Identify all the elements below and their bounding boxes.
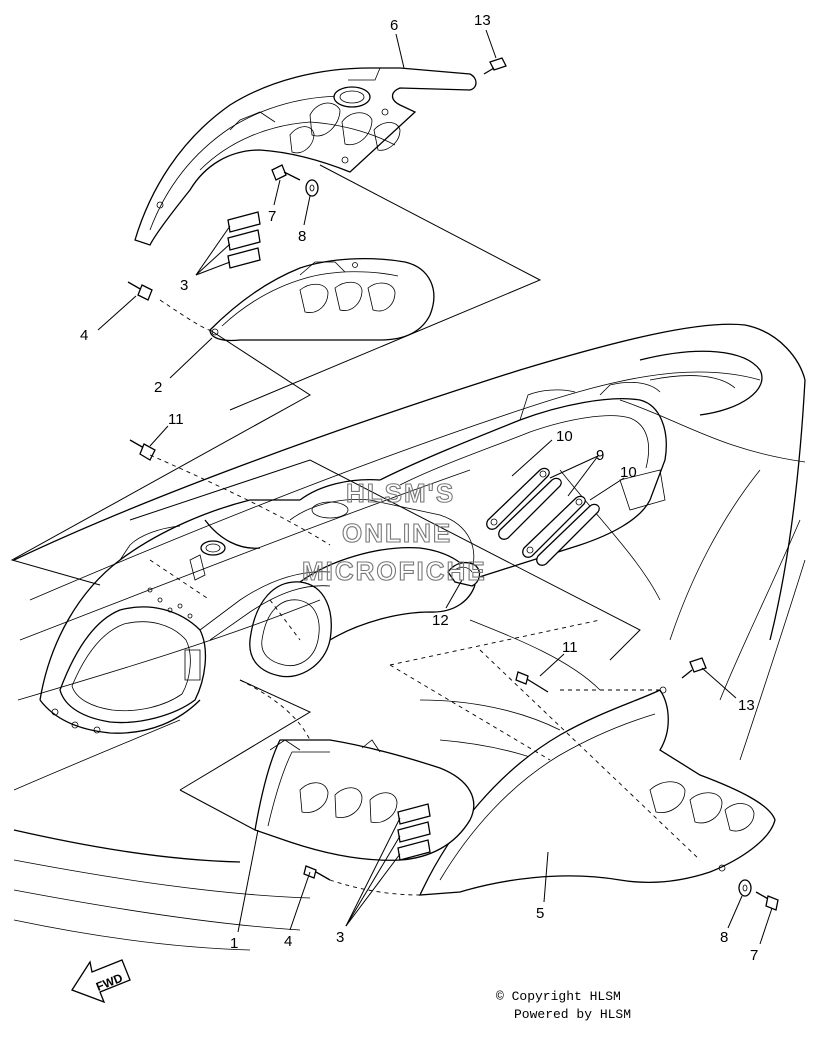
callout-1: 1 bbox=[230, 935, 238, 952]
seat-well bbox=[289, 381, 667, 581]
part-3-pads-top bbox=[227, 211, 261, 269]
callout-labels: 6 13 7 8 3 4 2 11 10 9 10 12 11 13 1 4 3… bbox=[80, 12, 758, 964]
callout-8-bottom: 8 bbox=[720, 929, 728, 946]
part-3-pads-bottom bbox=[397, 803, 431, 861]
watermark-line-2: ONLINE bbox=[342, 518, 452, 548]
part-1-side-cover bbox=[254, 739, 475, 861]
part-12-clip bbox=[447, 561, 481, 587]
fastener-8-washer-top bbox=[305, 179, 319, 197]
callout-7-bottom: 7 bbox=[750, 947, 758, 964]
callout-10-right: 10 bbox=[620, 464, 637, 481]
front-compartment bbox=[39, 499, 331, 734]
callout-3-top: 3 bbox=[180, 277, 188, 294]
callout-leaders bbox=[97, 29, 773, 945]
callout-11-top: 11 bbox=[168, 411, 184, 428]
callout-12: 12 bbox=[432, 612, 449, 629]
callout-3-bottom: 3 bbox=[336, 929, 344, 946]
assembly-outlines bbox=[10, 164, 701, 896]
fwd-arrow-icon: FWD bbox=[71, 959, 131, 1004]
watermark-line-1: HLSM'S bbox=[346, 478, 455, 508]
fastener-8-washer-bottom bbox=[738, 879, 752, 897]
callout-2: 2 bbox=[154, 379, 162, 396]
hull-body bbox=[13, 323, 806, 951]
callout-13-top: 13 bbox=[474, 12, 491, 29]
callout-7-top: 7 bbox=[268, 208, 276, 225]
callout-11-bottom: 11 bbox=[562, 639, 578, 656]
callout-9: 9 bbox=[596, 447, 604, 464]
callout-13-bottom: 13 bbox=[738, 697, 755, 714]
copyright-line: © Copyright HLSM bbox=[496, 989, 621, 1004]
fastener-7-bolt-top bbox=[271, 164, 301, 181]
part-9-10-straps bbox=[486, 467, 600, 566]
callout-5: 5 bbox=[536, 905, 544, 922]
callout-4-top: 4 bbox=[80, 327, 88, 344]
fastener-11-rivet-bottom bbox=[515, 671, 549, 693]
fastener-7-bolt-bottom bbox=[755, 891, 779, 911]
fastener-4-rivet-top bbox=[127, 281, 153, 301]
callout-8-top: 8 bbox=[298, 228, 306, 245]
watermark: HLSM'S ONLINE MICROFICHE bbox=[301, 477, 487, 586]
part-5-side-cover bbox=[418, 686, 776, 896]
callout-10-left: 10 bbox=[556, 428, 573, 445]
powered-by-line: Powered by HLSM bbox=[514, 1007, 632, 1022]
callout-6: 6 bbox=[390, 17, 398, 34]
part-2-inner-cover bbox=[209, 257, 435, 342]
watermark-line-3: MICROFICHE bbox=[302, 556, 487, 586]
fastener-11-rivet-top bbox=[129, 439, 156, 461]
callout-4-bottom: 4 bbox=[284, 933, 292, 950]
part-6-rear-cover bbox=[134, 67, 477, 246]
fastener-13-top bbox=[483, 57, 507, 75]
